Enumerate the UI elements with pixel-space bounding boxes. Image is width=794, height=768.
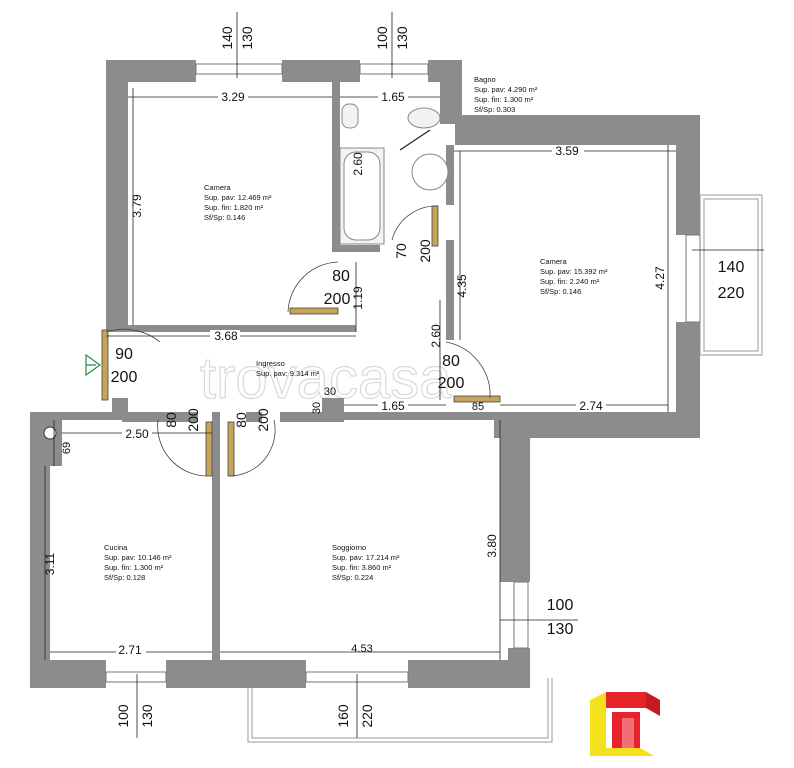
door-camera2-height: 200 [438,375,465,392]
door-cucina-width: 80 [163,412,179,428]
door-entrance-width: 90 [115,346,133,363]
room-cucina-sup-pav: Sup. pav: 10.146 m² [104,553,172,562]
win-bagno-width: 100 [374,26,390,50]
dim-camera1-height: 3.79 [130,194,144,218]
dim-bagno-tub: 2.60 [351,152,365,176]
door-bagno-height: 200 [417,239,433,263]
room-labels: Camera Sup. pav: 12.469 m² Sup. fin: 1.8… [104,75,608,582]
dim-small-b: 30 [311,402,323,414]
win-cucina-height: 130 [139,704,155,728]
dim-soggiorno-width: 4.53 [351,643,372,655]
balcony-bottom [247,678,553,743]
dim-camera2-width: 3.59 [555,144,579,158]
win-soggiorno-bottom-height: 220 [359,704,375,728]
dim-camera2-wall: 4.27 [653,266,667,290]
room-ingresso-sup-pav: Sup. pav: 9.314 m² [256,369,320,378]
brand-logo [590,692,660,756]
dim-camera2-height: 4.35 [455,274,469,298]
dim-cucina-offset: 69 [61,442,73,454]
room-bagno-name: Bagno [474,75,496,84]
win-camera1-height: 130 [239,26,255,50]
dim-small-c: 85 [472,401,484,413]
room-camera1-name: Camera [204,183,232,192]
win-cucina-width: 100 [115,704,131,728]
room-camera1-sup-pav: Sup. pav: 12.469 m² [204,193,272,202]
room-camera2-name: Camera [540,257,568,266]
door-camera1-height: 200 [324,291,351,308]
room-camera1-ratio: Sf/Sp: 0.146 [204,213,245,222]
door-labels: 90 200 80 200 70 200 80 200 80 200 80 20… [111,239,465,432]
dim-camera2-bottom: 2.74 [579,399,603,413]
dim-hall-height: 1.19 [351,286,365,310]
room-bagno-sup-pav: Sup. pav: 4.290 m² [474,85,538,94]
bathroom-fixtures [339,103,449,245]
door-cucina-height: 200 [185,408,201,432]
win-soggiorno-side-height: 130 [547,621,574,638]
dim-soggiorno-height: 3.80 [485,534,499,558]
room-camera2-sup-pav: Sup. pav: 15.392 m² [540,267,608,276]
door-camera2-width: 80 [442,353,460,370]
dim-cucina-width: 2.71 [118,643,142,657]
dim-camera1-width: 3.29 [221,90,245,104]
dim-hall-width: 3.68 [214,329,238,343]
door-entrance-height: 200 [111,369,138,386]
dim-bagno-width: 1.65 [381,90,405,104]
door-bagno-width: 70 [393,243,409,259]
room-soggiorno-name: Soggiorno [332,543,366,552]
room-camera2-sup-fin: Sup. fin: 2.240 m² [540,277,600,286]
room-camera1-sup-fin: Sup. fin: 1.820 m² [204,203,264,212]
room-camera2-ratio: Sf/Sp: 0.146 [540,287,581,296]
win-soggiorno-side-width: 100 [547,597,574,614]
window-labels: 140 130 100 130 140 220 100 130 100 130 … [115,26,744,728]
room-cucina-name: Cucina [104,543,128,552]
win-soggiorno-bottom-width: 160 [335,704,351,728]
win-camera1-width: 140 [219,26,235,50]
door-soggiorno-height: 200 [255,408,271,432]
dim-cucina-top: 2.50 [125,427,149,441]
dim-small-a: 30 [324,386,336,398]
win-bagno-height: 130 [394,26,410,50]
room-ingresso-name: Ingresso [256,359,285,368]
room-soggiorno-sup-fin: Sup. fin: 3.860 m² [332,563,392,572]
room-cucina-ratio: Sf/Sp: 0.128 [104,573,145,582]
walls [30,60,700,688]
room-bagno-ratio: Sf/Sp: 0.303 [474,105,515,114]
room-dimension-labels: 3.29 1.65 3.79 2.60 3.59 4.35 4.27 3.68 … [43,90,667,657]
door-soggiorno-width: 80 [233,412,249,428]
dim-hall-left: 2.60 [429,324,443,348]
room-soggiorno-ratio: Sf/Sp: 0.224 [332,573,373,582]
win-camera2-width: 140 [718,259,745,276]
dim-corridor-width: 1.65 [381,399,405,413]
room-soggiorno-sup-pav: Sup. pav: 17.214 m² [332,553,400,562]
doors [85,129,501,477]
dim-cucina-height: 3.11 [43,552,57,575]
room-cucina-sup-fin: Sup. fin: 1.300 m² [104,563,164,572]
room-bagno-sup-fin: Sup. fin: 1.300 m² [474,95,534,104]
win-camera2-height: 220 [718,285,745,302]
door-camera1-width: 80 [332,268,350,285]
